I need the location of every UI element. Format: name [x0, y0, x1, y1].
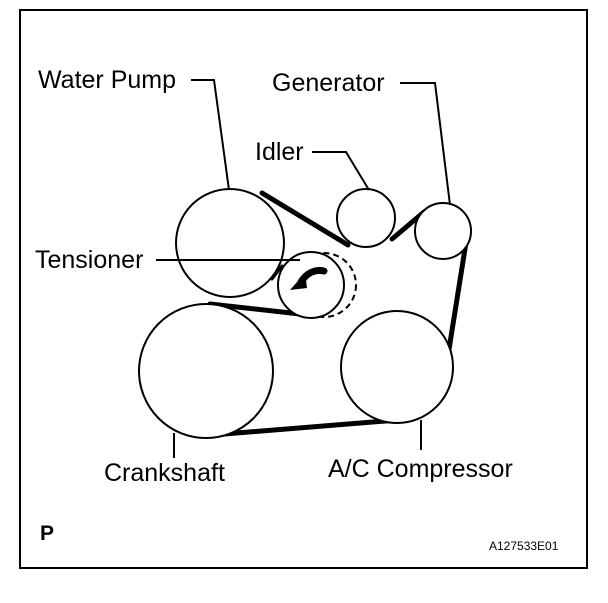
- diagram-border: [19, 9, 588, 569]
- crankshaft-pulley: [138, 303, 274, 439]
- water-pump-pulley: [175, 188, 285, 298]
- corner-mark: P: [40, 522, 54, 545]
- idler-leader: [312, 151, 370, 191]
- leader-lines: [156, 79, 451, 458]
- generator-pulley: [414, 202, 472, 260]
- belt-segment-tensioner-pump: [270, 264, 284, 281]
- ac-compressor-pulley: [340, 310, 454, 424]
- tensioner-pulley: [277, 251, 345, 319]
- water-pump-leader: [191, 79, 230, 191]
- crankshaft-label: Crankshaft: [104, 459, 225, 487]
- belt-segment-compressor-crankshaft: [209, 417, 401, 438]
- ac-compressor-label: A/C Compressor: [328, 455, 513, 483]
- water-pump-label: Water Pump: [38, 66, 176, 94]
- belt-segment-generator-compressor: [444, 227, 471, 365]
- tensioner-assembly: [277, 251, 357, 319]
- belt-segment-pump-idler: [259, 190, 351, 248]
- belt-segment-crankshaft-tensioner: [207, 301, 303, 317]
- figure-code: A127533E01: [489, 539, 559, 553]
- generator-label: Generator: [272, 69, 385, 97]
- idler-label: Idler: [255, 138, 304, 166]
- generator-leader: [400, 82, 451, 206]
- idler-pulley: [336, 188, 396, 248]
- pulleys: [138, 188, 472, 439]
- curved-arrow-icon: [290, 267, 328, 290]
- tensioner-label: Tensioner: [35, 246, 143, 274]
